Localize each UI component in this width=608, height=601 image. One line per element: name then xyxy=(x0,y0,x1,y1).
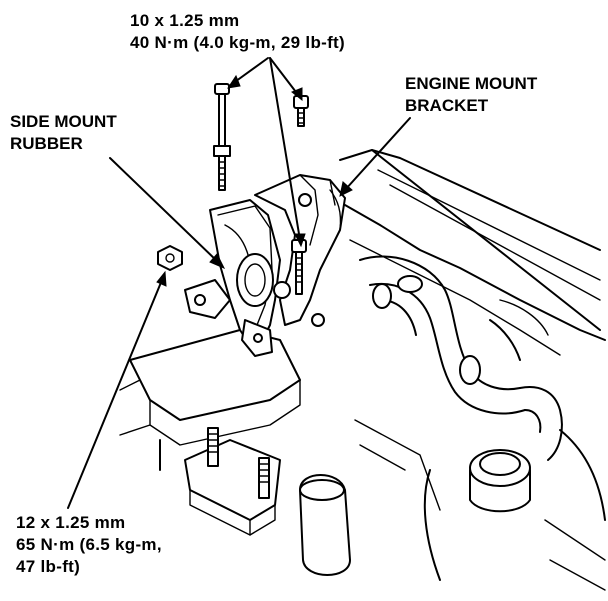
mount-nut-torque-label-line2: 47 lb-ft) xyxy=(16,557,81,576)
frame-rail xyxy=(119,329,301,536)
top-bolt-size-label: 10 x 1.25 mm xyxy=(130,11,240,30)
leader-top-bolts xyxy=(226,57,306,248)
leader-mount-nut xyxy=(67,270,167,509)
top-bolt-short xyxy=(293,95,309,127)
mount-nut xyxy=(157,245,183,271)
mount-nut-torque-label: 65 N·m (6.5 kg-m, xyxy=(16,535,162,554)
leader-side-mount-rubber xyxy=(109,157,226,269)
side-mount-rubber xyxy=(184,199,291,357)
side-mount-rubber-label: SIDE MOUNT xyxy=(10,112,117,131)
top-bolt-torque-label: 40 N·m (4.0 kg-m, 29 lb-ft) xyxy=(130,33,345,52)
engine-mount-bracket-label-line2: BRACKET xyxy=(405,96,489,115)
leader-engine-mount-bracket xyxy=(339,117,411,197)
engine-block xyxy=(299,149,606,591)
engine-mount-bracket-label: ENGINE MOUNT xyxy=(405,74,538,93)
top-bolt-long xyxy=(213,83,231,191)
side-mount-rubber-label-line2: RUBBER xyxy=(10,134,83,153)
mount-nut-size-label: 12 x 1.25 mm xyxy=(16,513,126,532)
